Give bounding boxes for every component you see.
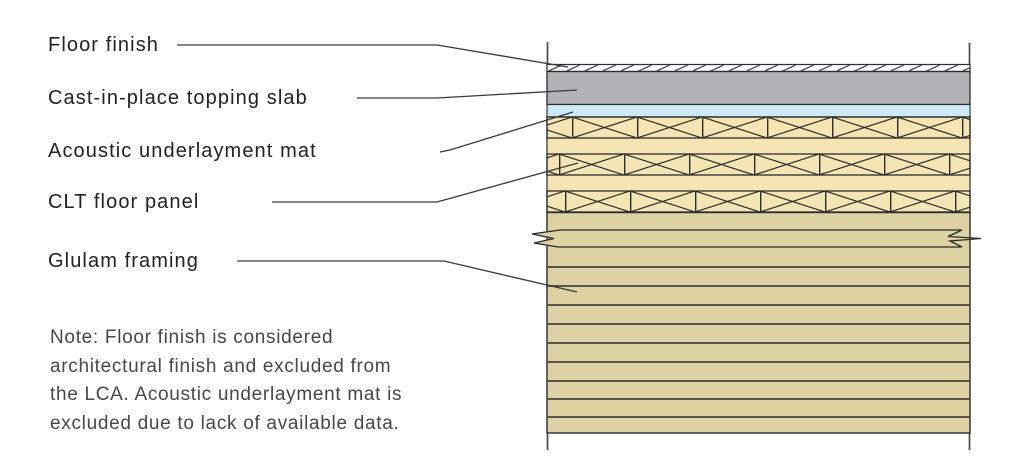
topping-slab-layer — [546, 70, 971, 106]
leader-floor-finish — [177, 44, 569, 68]
leader-topping-slab — [357, 89, 578, 99]
leader-glulam — [237, 260, 578, 293]
note-line: the LCA. Acoustic underlayment mat is — [50, 384, 403, 405]
label-topping-slab: Cast-in-place topping slab — [48, 87, 308, 109]
note-line: Note: Floor finish is considered — [50, 327, 334, 348]
acoustic-mat-layer — [546, 103, 971, 118]
leader-acoustic-mat — [439, 111, 574, 153]
clt-cross-ply — [546, 153, 971, 176]
note-line: architectural finish and excluded from — [50, 355, 392, 377]
label-glulam: Glulam framing — [48, 250, 199, 272]
leader-clt-panel — [272, 162, 579, 203]
break-line — [531, 229, 982, 248]
note-line: excluded due to lack of available data. — [50, 412, 400, 434]
glulam-framing-layer — [546, 211, 971, 434]
lca-exclusion-note: Note: Floor finish is considered archite… — [50, 324, 402, 438]
label-floor-finish: Floor finish — [48, 34, 160, 56]
label-clt-panel: CLT floor panel — [48, 191, 200, 213]
floor-finish-layer — [546, 63, 971, 73]
clt-cross-ply — [546, 116, 971, 139]
clt-cross-ply — [546, 190, 971, 213]
clt-panel-layer — [546, 116, 971, 214]
leader-lines — [177, 44, 579, 293]
label-acoustic-mat: Acoustic underlayment mat — [48, 140, 317, 162]
glulam-lamination-lines — [547, 266, 970, 418]
